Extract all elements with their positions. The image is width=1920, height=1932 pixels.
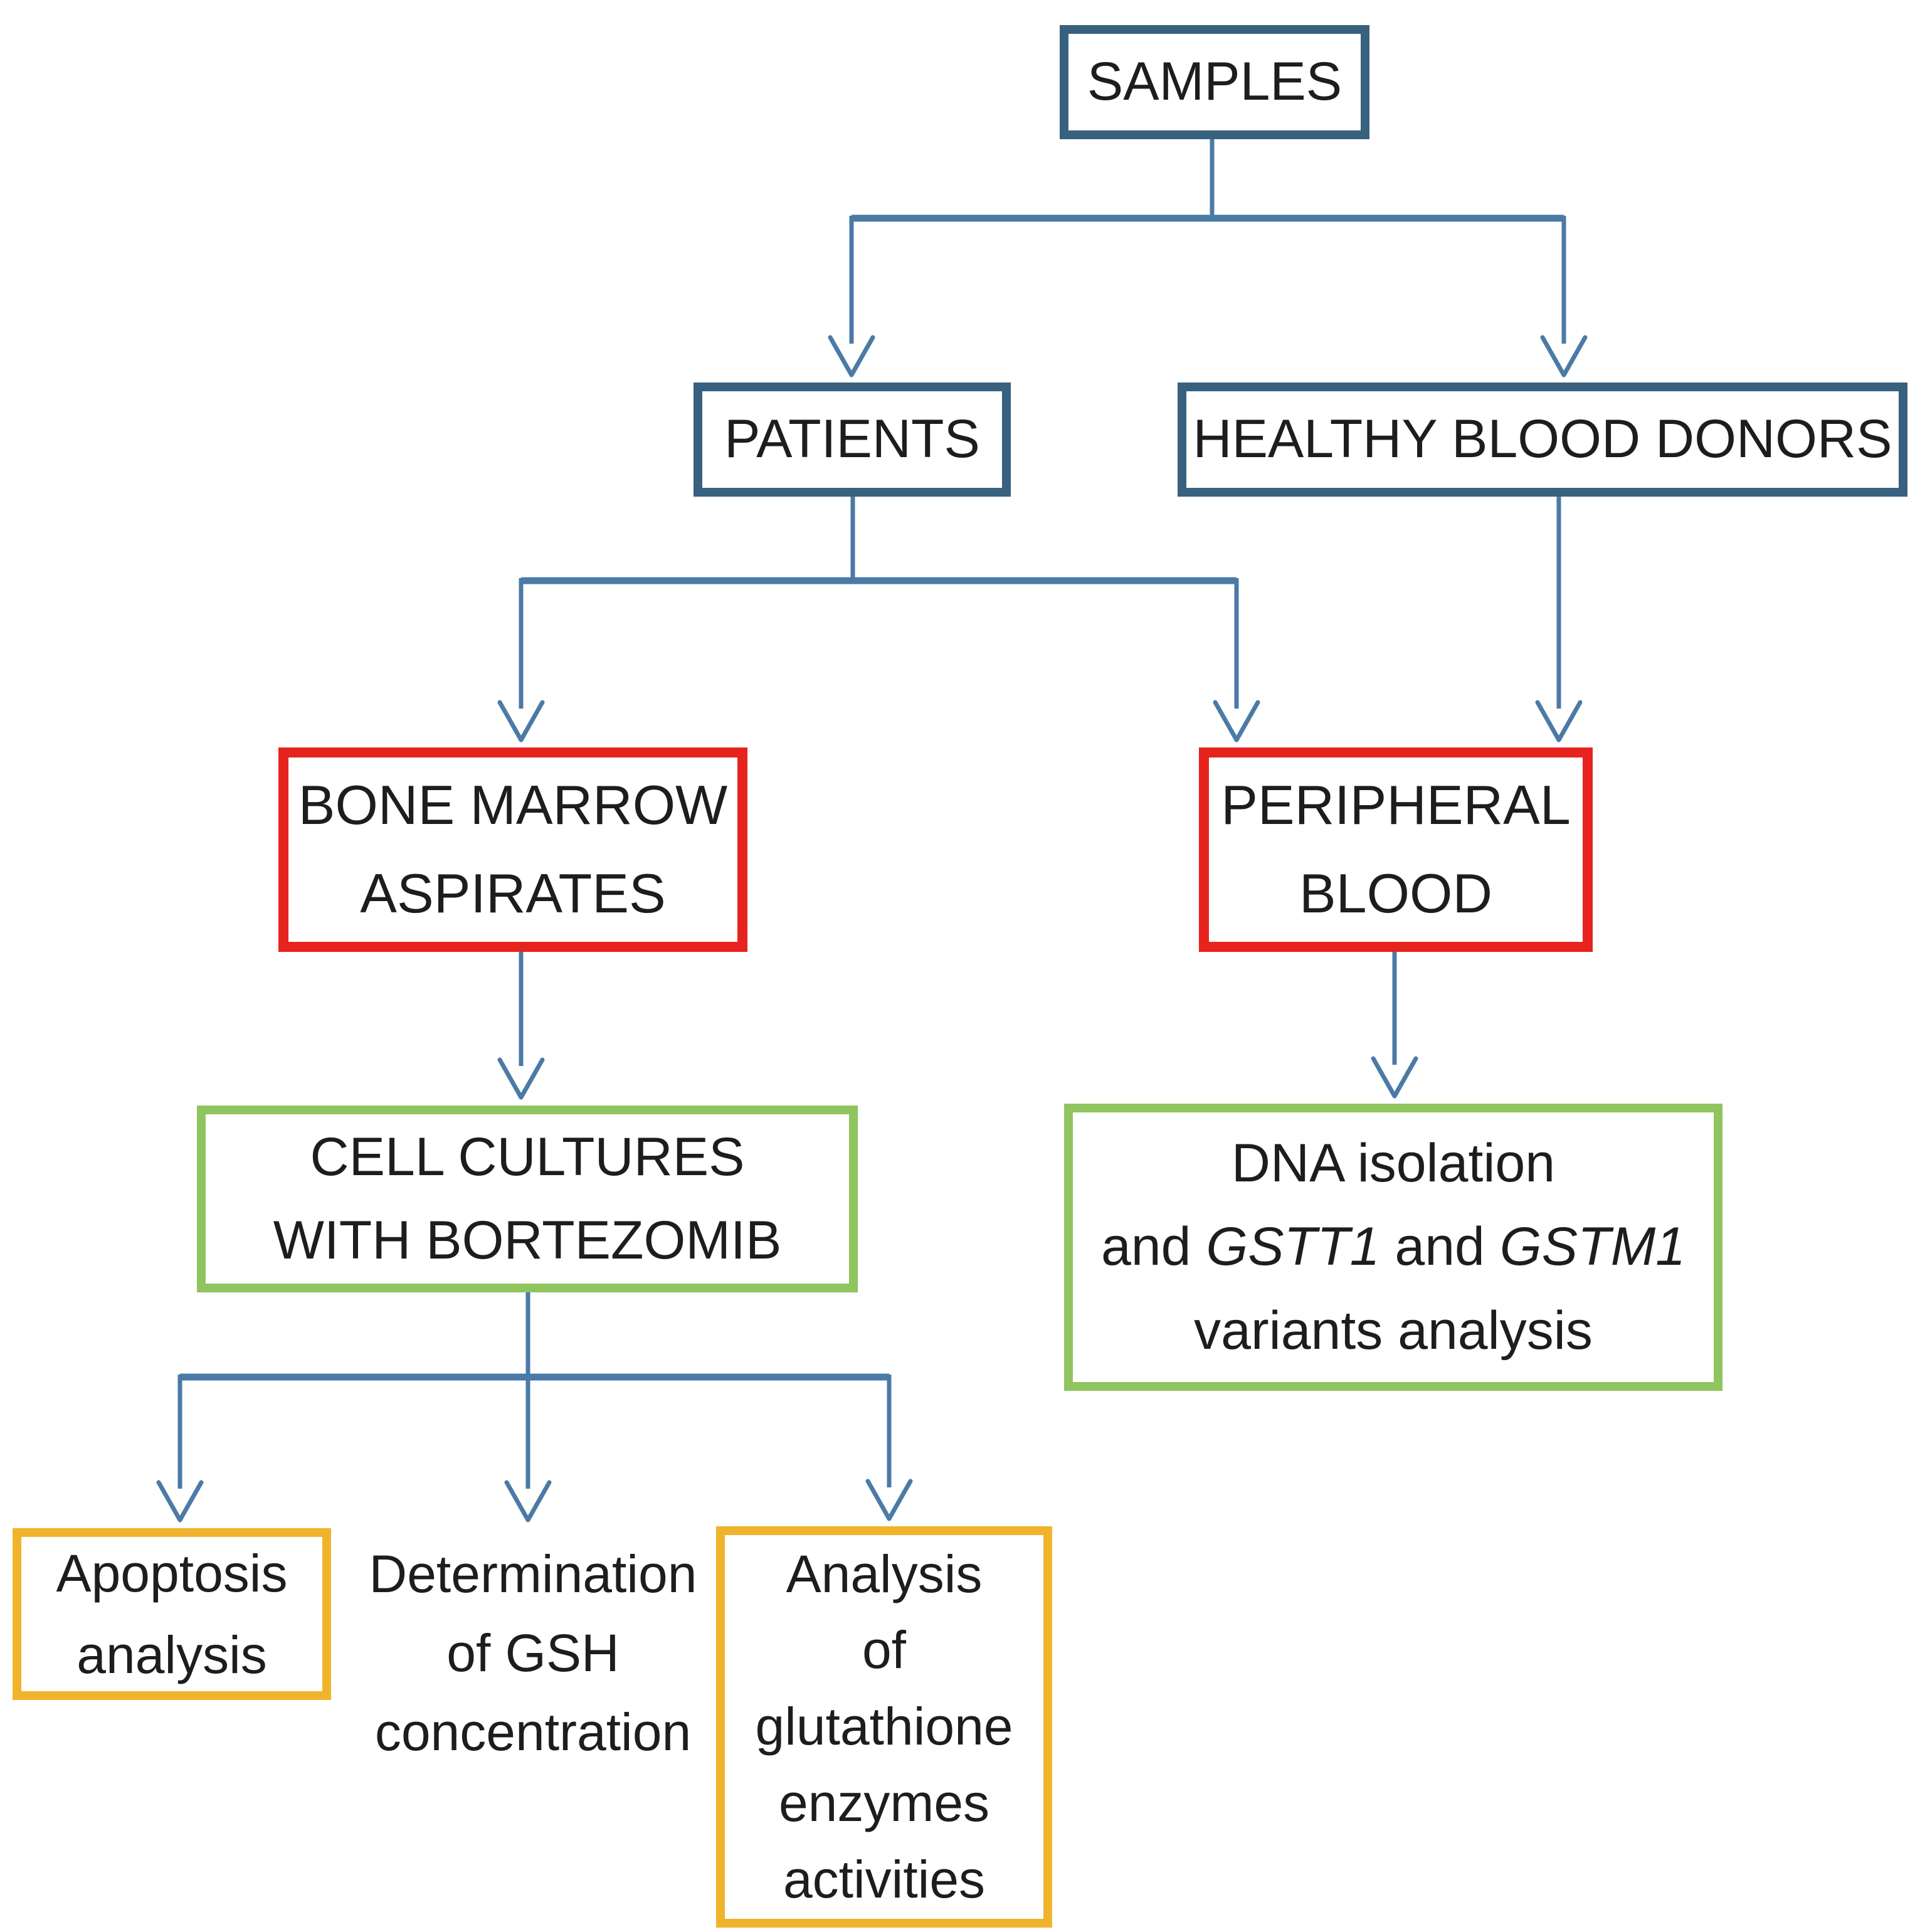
bone-marrow-aspirates-node: BONE MARROW ASPIRATES	[278, 747, 747, 952]
arrow-into-apoptosis-icon	[156, 1480, 204, 1523]
glutathione-line3: glutathione	[755, 1697, 1013, 1756]
patients-label: PATIENTS	[724, 409, 980, 470]
arrow-into-cultures-icon	[497, 1057, 545, 1100]
dna-line2: and GSTT1 and GSTM1	[1101, 1205, 1685, 1289]
arrow-into-donors-icon	[1540, 335, 1588, 377]
gsh-line3: concentration	[374, 1702, 692, 1761]
apoptosis-line2: analysis	[76, 1625, 267, 1684]
gene-gstt1: GSTT1	[1206, 1217, 1380, 1277]
gene-gstm1: GSTM1	[1499, 1217, 1686, 1277]
gsh-line2: of GSH	[446, 1623, 620, 1682]
arrow-into-glutathione-icon	[865, 1479, 913, 1521]
cell-cultures-line2: WITH BORTEZOMIB	[273, 1210, 782, 1270]
dna-line3: variants analysis	[1194, 1300, 1593, 1361]
bone-marrow-line1: BONE MARROW	[298, 774, 728, 837]
arrow-into-dna-icon	[1371, 1056, 1418, 1099]
arrow-into-gsh-icon	[504, 1480, 552, 1523]
cell-cultures-line1: CELL CULTURES	[310, 1126, 745, 1187]
bone-marrow-line2: ASPIRATES	[360, 862, 666, 924]
glutathione-line4: enzymes	[778, 1773, 990, 1832]
arrow-into-peripheral-left-icon	[1213, 700, 1260, 742]
glutathione-line2: of	[862, 1620, 907, 1680]
arrow-into-peripheral-right-icon	[1535, 700, 1583, 742]
peripheral-line2: BLOOD	[1299, 862, 1493, 924]
patients-node: PATIENTS	[694, 383, 1011, 497]
samples-node: SAMPLES	[1060, 25, 1369, 139]
dna-isolation-node: DNA isolation and GSTT1 and GSTM1 varian…	[1064, 1104, 1722, 1391]
arrow-into-patients-icon	[828, 335, 875, 377]
dna-line1: DNA isolation	[1231, 1133, 1556, 1194]
dna-line2-and2: and	[1379, 1217, 1500, 1277]
healthy-blood-donors-label: HEALTHY BLOOD DONORS	[1193, 409, 1892, 470]
gsh-determination-text: Determination of GSH concentration	[326, 1534, 740, 1772]
glutathione-line5: activities	[783, 1849, 986, 1909]
arrow-into-bone-marrow-icon	[497, 700, 545, 742]
apoptosis-line1: Apoptosis	[56, 1543, 288, 1603]
gsh-line1: Determination	[369, 1544, 697, 1603]
healthy-blood-donors-node: HEALTHY BLOOD DONORS	[1178, 383, 1907, 497]
peripheral-line1: PERIPHERAL	[1221, 774, 1571, 837]
cell-cultures-node: CELL CULTURES WITH BORTEZOMIB	[197, 1106, 858, 1292]
glutathione-enzymes-node: Analysis of glutathione enzymes activiti…	[716, 1526, 1052, 1928]
dna-line2-and1: and	[1100, 1217, 1206, 1277]
samples-label: SAMPLES	[1087, 51, 1342, 112]
glutathione-line1: Analysis	[786, 1544, 983, 1603]
peripheral-blood-node: PERIPHERAL BLOOD	[1199, 747, 1593, 952]
apoptosis-analysis-node: Apoptosis analysis	[13, 1528, 331, 1700]
